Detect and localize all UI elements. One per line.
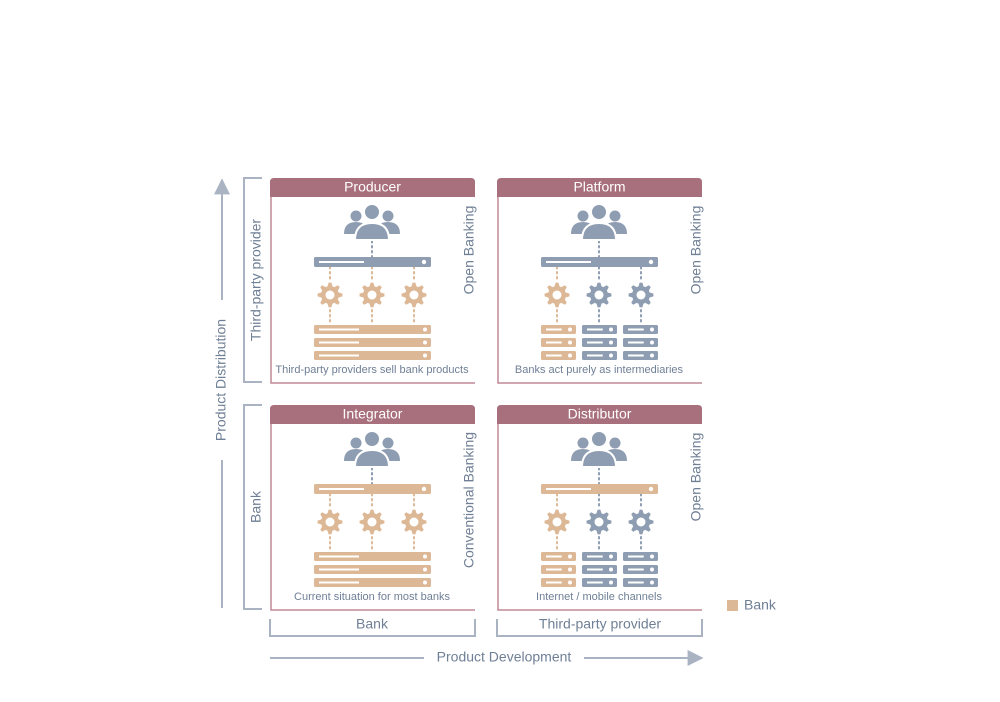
server-rack-icon: [582, 552, 617, 561]
server-rack-icon: [623, 565, 658, 574]
y-axis-title: Product Distribution: [213, 319, 229, 441]
users-icon: [344, 203, 400, 241]
quadrant-caption: Internet / mobile channels: [536, 591, 662, 603]
quadrant-caption: Current situation for most banks: [294, 591, 450, 603]
quadrant-title: Distributor: [568, 406, 632, 422]
col-label-third-party: Third-party provider: [539, 616, 661, 632]
gear-icon: [359, 509, 385, 535]
quadrant-side-label: Open Banking: [461, 206, 477, 295]
server-rack-icon: [623, 578, 658, 587]
server-rack-icon: [314, 552, 431, 561]
users-icon: [344, 430, 400, 468]
server-rack-icon: [623, 325, 658, 334]
server-rack-icon: [541, 565, 576, 574]
col-bracket-third-party: [496, 619, 703, 637]
quadrant-title: Integrator: [343, 406, 403, 422]
gear-icon: [401, 509, 427, 535]
server-rack-icon: [541, 338, 576, 347]
gear-icon: [317, 282, 343, 308]
server-rack-icon: [314, 338, 431, 347]
quadrant-side-label: Open Banking: [688, 433, 704, 522]
gear-icon: [628, 282, 654, 308]
quadrant-header: [497, 178, 702, 197]
gear-icon: [359, 282, 385, 308]
col-label-bank: Bank: [356, 616, 389, 632]
gear-icon: [544, 509, 570, 535]
gear-icon: [317, 509, 343, 535]
quadrant-title: Producer: [344, 179, 401, 195]
server-rack-icon: [582, 325, 617, 334]
server-rack-icon: [582, 338, 617, 347]
server-rack-icon: [541, 325, 576, 334]
gear-icon: [544, 282, 570, 308]
quadrant-caption: Banks act purely as intermediaries: [515, 364, 684, 376]
quadrant-side-label: Conventional Banking: [461, 432, 477, 568]
server-rack-icon: [541, 578, 576, 587]
users-icon: [571, 203, 627, 241]
server-rack-icon: [582, 578, 617, 587]
server-rack-icon: [541, 552, 576, 561]
quadrant-header: [497, 405, 702, 424]
users-icon: [571, 430, 627, 468]
gear-icon: [586, 509, 612, 535]
row-bracket-top: [243, 177, 262, 383]
server-rack-icon: [314, 351, 431, 360]
quadrant-caption: Third-party providers sell bank products: [275, 364, 469, 376]
legend-swatch-bank: [727, 600, 738, 611]
server-rack-icon: [314, 325, 431, 334]
row-label-third-party: Third-party provider: [248, 219, 264, 341]
row-bracket-bottom: [243, 404, 262, 610]
quadrant-header: [270, 178, 475, 197]
quadrant-side-label: Open Banking: [688, 206, 704, 295]
server-rack-icon: [623, 351, 658, 360]
gear-icon: [586, 282, 612, 308]
gear-icon: [628, 509, 654, 535]
channel-bar-icon: [541, 484, 658, 494]
channel-bar-icon: [314, 257, 431, 267]
row-label-bank: Bank: [248, 490, 264, 523]
quadrant-title: Platform: [573, 179, 625, 195]
server-rack-icon: [314, 578, 431, 587]
server-rack-icon: [623, 552, 658, 561]
server-rack-icon: [541, 351, 576, 360]
server-rack-icon: [582, 565, 617, 574]
channel-bar-icon: [314, 484, 431, 494]
legend-label-bank: Bank: [744, 597, 777, 613]
quadrant-header: [270, 405, 475, 424]
server-rack-icon: [582, 351, 617, 360]
server-rack-icon: [314, 565, 431, 574]
server-rack-icon: [623, 338, 658, 347]
gear-icon: [401, 282, 427, 308]
col-bracket-bank: [269, 619, 476, 637]
x-axis-title: Product Development: [437, 649, 572, 665]
channel-bar-icon: [541, 257, 658, 267]
